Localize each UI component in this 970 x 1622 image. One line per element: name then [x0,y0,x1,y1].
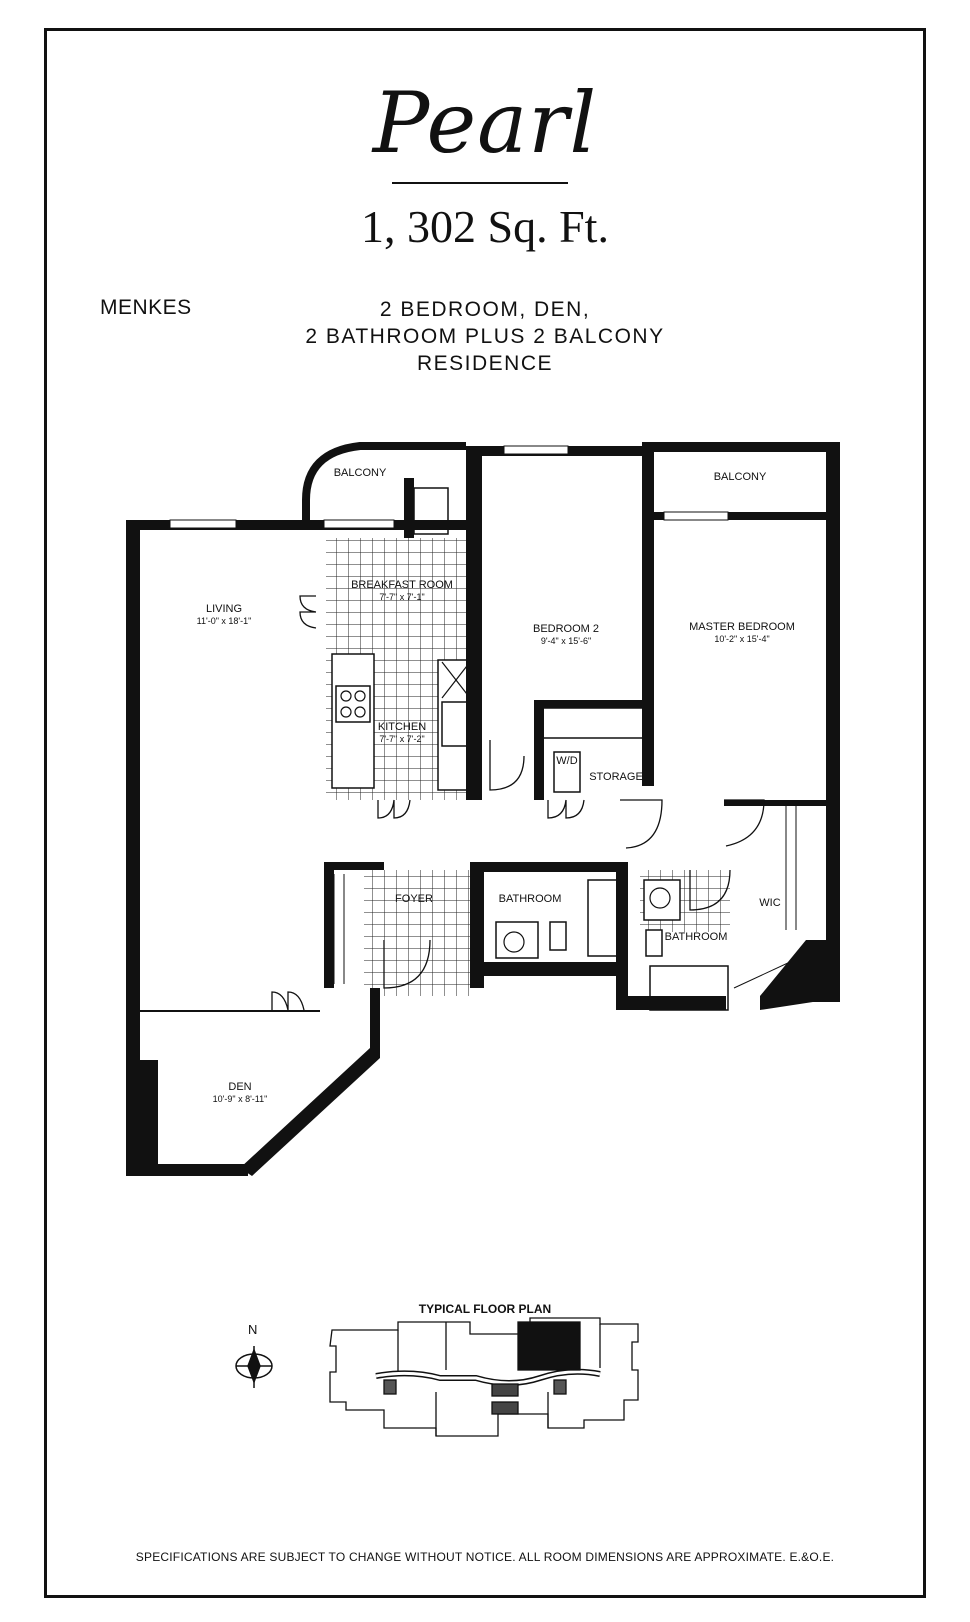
label-bathroom-1: BATHROOM [499,893,562,905]
unit-description: 2 BEDROOM, DEN, 2 BATHROOM PLUS 2 BALCON… [0,296,970,377]
wall-den-south [126,1164,248,1176]
vanity-2 [643,879,681,921]
key-plan-title: TYPICAL FLOOR PLAN [418,1302,552,1316]
wall-living-den-divider [140,1010,320,1012]
label-balcony-right: BALCONY [714,471,767,483]
key-plan [329,1317,639,1437]
door-bed2 [489,740,525,791]
wall-balcony-right-base [654,512,826,520]
key-plan-core-1 [491,1383,519,1397]
wall-bed2-east [642,446,654,786]
vanity-1 [495,921,539,959]
door-entry [383,939,431,989]
label-living: LIVING [206,603,242,615]
dims-living: 11'-0" x 18'-1" [197,616,252,626]
wall-wic-diagonal [760,940,826,1010]
door-den [271,991,305,1011]
wall-fridge-nook [404,478,414,538]
key-plan-stair-1 [383,1379,397,1395]
wall-foyer-west [324,862,334,988]
closet-shelf-bed2 [541,707,651,739]
label-bedroom-2: BEDROOM 2 [533,623,599,635]
foyer-tiles [364,870,476,996]
wall-storage-left [534,700,544,800]
wall-kitchen-east [466,446,482,800]
wall-north-baths [482,862,628,872]
wall-west-den-thick [140,1060,158,1172]
description-line-3: RESIDENCE [416,352,554,375]
wall-east [826,442,840,1002]
washer-dryer [553,751,581,793]
balcony-left-rail [302,442,466,520]
dims-master-bedroom: 10'-2" x 15'-4" [714,634,769,644]
burner-1 [340,690,352,702]
dishwasher-x-b [441,661,471,699]
label-master-bedroom: MASTER BEDROOM [689,621,795,633]
wall-bath2-box [616,862,628,1010]
window-bed2 [503,445,569,455]
label-den: DEN [228,1081,251,1093]
door-living-balcony [299,595,317,629]
wall-storage-top [534,700,650,708]
title-underline [392,182,568,184]
label-bathroom-2: BATHROOM [665,931,728,943]
window-living [169,519,237,529]
label-storage: STORAGE [589,771,643,783]
basin-1 [503,931,525,953]
label-foyer: FOYER [395,893,433,905]
stove [335,685,371,723]
burner-4 [354,706,366,718]
wall-south-east [616,996,726,1010]
toilet-1 [549,921,567,951]
wic-shelf-3 [733,961,791,989]
dims-den: 10'-9" x 8'-11" [213,1094,268,1104]
kitchen-sink [441,701,469,747]
north-arrow-icon [235,1346,273,1388]
label-wic: WIC [759,897,780,909]
label-kitchen: KITCHEN [378,721,426,733]
key-plan-stair-2 [553,1379,567,1395]
square-footage: 1, 302 Sq. Ft. [361,201,609,252]
label-balcony-left: BALCONY [334,467,387,479]
label-breakfast-room: BREAKFAST ROOM [351,579,453,591]
wall-west [126,520,140,1172]
description-line-1: 2 BEDROOM, DEN, [379,298,591,321]
window-master [663,511,729,521]
door-kitchen-south [377,799,411,819]
wall-north-right [642,442,838,452]
dims-kitchen: 7'-7" x 7'-2" [379,734,424,744]
brand-name: MENKES [100,296,192,319]
plan-title: Pearl [372,74,598,172]
page-border [44,28,926,1598]
key-plan-highlight-unit [517,1321,581,1371]
disclaimer: SPECIFICATIONS ARE SUBJECT TO CHANGE WIT… [135,1550,835,1564]
door-wic [724,799,765,847]
wall-den-diagonal [240,988,380,1176]
wall-stub-master [724,800,826,806]
north-label: N [248,1322,258,1337]
wall-north-kitchen [316,520,476,530]
description-line-2: 2 BATHROOM PLUS 2 BALCONY [305,325,665,348]
wall-foyer-top [324,862,384,870]
window-kitchen [323,519,395,529]
key-plan-corridor-inner [375,1370,601,1385]
dims-bedroom-2: 9'-4" x 15'-6" [541,636,591,646]
wall-south-baths [482,962,628,976]
burner-3 [340,706,352,718]
burner-2 [354,690,366,702]
door-ensuite [689,869,731,911]
key-plan-core-2 [491,1401,519,1415]
dims-breakfast-room: 7'-7" x 7'-1" [379,592,424,602]
wall-foyer-east [470,862,484,988]
basin-2 [649,887,671,909]
label-washer-dryer: W/D [556,755,577,767]
door-storage [547,799,585,819]
door-master [620,799,663,849]
toilet-2 [645,929,663,957]
